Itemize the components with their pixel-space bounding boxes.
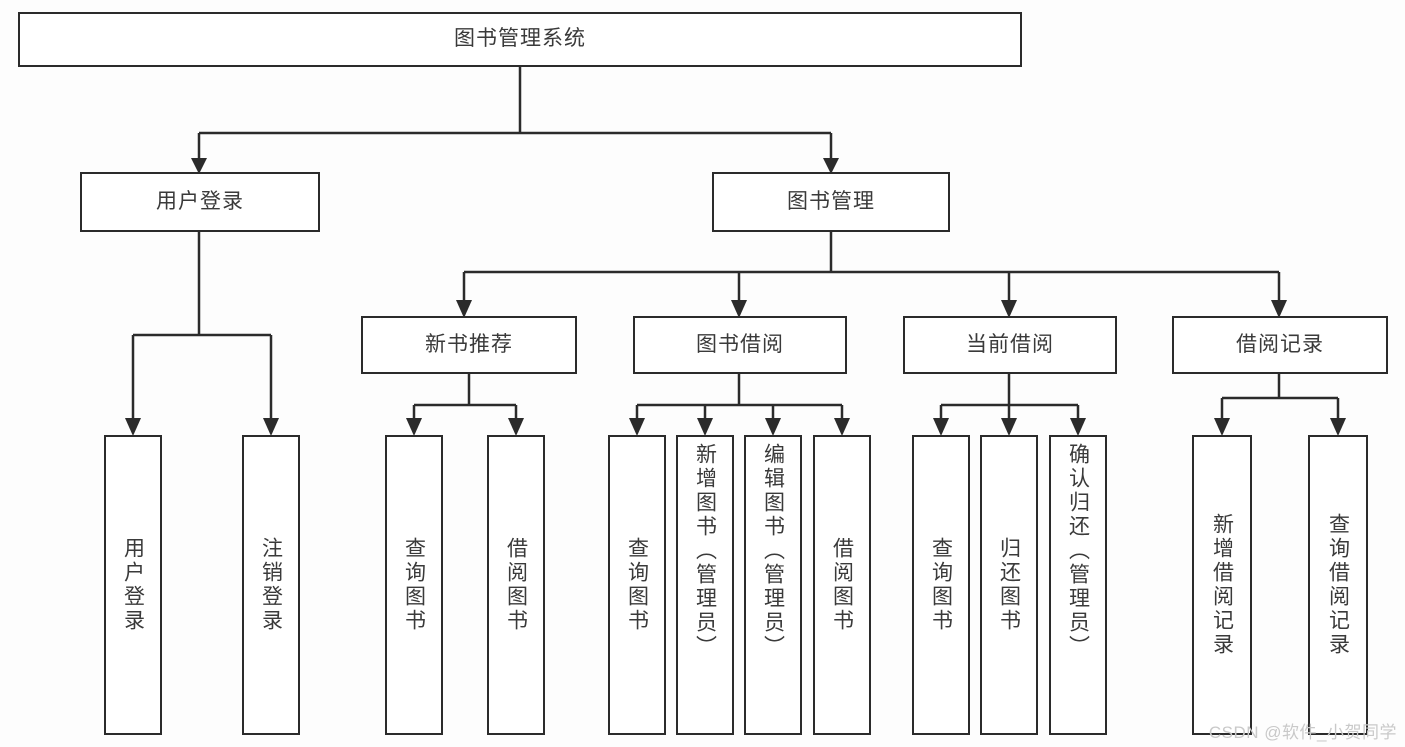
node-label: 用户登录	[156, 189, 244, 213]
leaf-user-login-signout[interactable]: 注销登录	[242, 435, 300, 735]
csdn-watermark: CSDN @软件_小贺同学	[1208, 723, 1397, 742]
leaf-user-login-signin[interactable]: 用户登录	[104, 435, 162, 735]
leaf-current-confirm-return-admin[interactable]: 确认归还（管理员）	[1049, 435, 1107, 735]
node-label: 用户登录	[121, 537, 145, 633]
node-label: 图书借阅	[696, 332, 784, 356]
node-label: 注销登录	[259, 537, 283, 633]
leaf-current-query-book[interactable]: 查询图书	[912, 435, 970, 735]
node-label: 借阅图书	[830, 537, 854, 633]
leaf-borrow-add-book-admin[interactable]: 新增图书（管理员）	[676, 435, 734, 735]
leaf-recommend-borrow-book[interactable]: 借阅图书	[487, 435, 545, 735]
node-label: 当前借阅	[966, 332, 1054, 356]
node-label: 查询图书	[402, 537, 426, 633]
leaf-borrow-query-book[interactable]: 查询图书	[608, 435, 666, 735]
node-user-login[interactable]: 用户登录	[80, 172, 320, 232]
leaf-current-return-book[interactable]: 归还图书	[980, 435, 1038, 735]
leaf-record-add-record[interactable]: 新增借阅记录	[1192, 435, 1252, 735]
leaf-recommend-query-book[interactable]: 查询图书	[385, 435, 443, 735]
node-label: 图书管理系统	[454, 27, 586, 51]
node-label: 借阅图书	[504, 537, 528, 633]
node-book-management[interactable]: 图书管理	[712, 172, 950, 232]
leaf-borrow-edit-book-admin[interactable]: 编辑图书（管理员）	[744, 435, 802, 735]
node-label: 编辑图书（管理员）	[761, 443, 785, 659]
node-label: 借阅记录	[1236, 332, 1324, 356]
leaf-record-query-record[interactable]: 查询借阅记录	[1308, 435, 1368, 735]
node-new-book-recommend[interactable]: 新书推荐	[361, 316, 577, 374]
node-book-borrow[interactable]: 图书借阅	[633, 316, 847, 374]
node-borrow-record[interactable]: 借阅记录	[1172, 316, 1388, 374]
node-current-borrow[interactable]: 当前借阅	[903, 316, 1117, 374]
node-label: 新书推荐	[425, 332, 513, 356]
node-label: 新增借阅记录	[1210, 513, 1234, 657]
node-root-system[interactable]: 图书管理系统	[18, 12, 1022, 67]
leaf-borrow-borrow-book[interactable]: 借阅图书	[813, 435, 871, 735]
node-label: 确认归还（管理员）	[1066, 443, 1090, 659]
node-label: 新增图书（管理员）	[693, 443, 717, 659]
node-label: 查询图书	[929, 537, 953, 633]
node-label: 图书管理	[787, 189, 875, 213]
node-label: 查询借阅记录	[1326, 513, 1350, 657]
node-label: 查询图书	[625, 537, 649, 633]
node-label: 归还图书	[997, 537, 1021, 633]
